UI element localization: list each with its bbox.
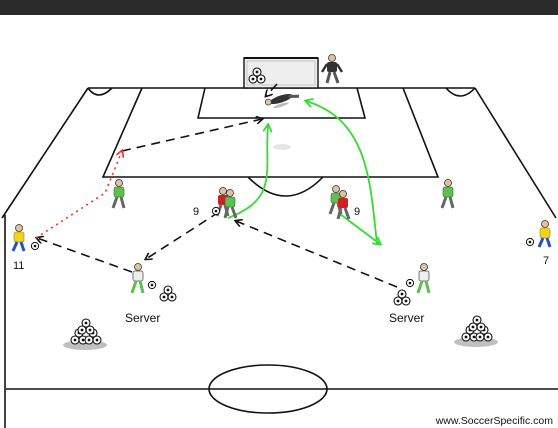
player-icon: [111, 179, 126, 209]
player-number-label: 9: [193, 206, 199, 218]
pass-arrow: [37, 238, 133, 273]
penalty-spot: [273, 144, 291, 150]
server-label: Server: [389, 311, 424, 325]
player-icon: [440, 179, 455, 209]
watermark: www.SoccerSpecific.com: [435, 415, 554, 427]
run-arrow: [306, 101, 378, 245]
ball-icon: [147, 280, 157, 290]
pass-arrow: [236, 221, 398, 288]
player-number-label: 7: [543, 255, 549, 267]
pitch-lines: [1, 87, 558, 428]
run-arrows: [227, 101, 380, 245]
corner-arc-right: [445, 87, 476, 97]
corner-arc-left: [87, 87, 113, 96]
pass-arrow: [266, 83, 278, 96]
player-icon: [336, 190, 351, 220]
penalty-area: [101, 87, 440, 178]
run-arrow: [227, 125, 268, 219]
top-bar: [0, 0, 558, 15]
ball-icon: [211, 206, 221, 216]
player-number-label: 9: [354, 206, 360, 218]
player-icon: [223, 189, 238, 219]
centre-circle: [208, 364, 328, 414]
server-player-icon: [416, 263, 431, 294]
ball-icon: [30, 241, 40, 251]
ball-pile-icon: [454, 315, 498, 347]
left-touchline: [1, 87, 89, 219]
diving-goalkeeper-icon: [264, 94, 300, 109]
right-touchline: [474, 87, 557, 219]
penalty-arc: [247, 176, 324, 197]
ball-pile-icon: [159, 285, 177, 302]
ball-icon: [405, 278, 415, 288]
pass-arrow: [146, 211, 220, 259]
ball-pile-icon: [63, 318, 107, 350]
server-label: Server: [125, 311, 160, 325]
player-icon: [11, 224, 26, 252]
pass-arrows: [37, 83, 398, 288]
ball-pile-icon: [393, 289, 411, 306]
goal-icon: [243, 57, 319, 89]
goalkeeper-icon: [320, 54, 344, 84]
run-arrow: [339, 213, 380, 244]
ball-icon: [525, 237, 535, 247]
goal-area: [196, 87, 367, 119]
player-number-label: 11: [13, 260, 24, 272]
pass-arrow: [121, 119, 262, 152]
server-player-icon: [130, 263, 145, 294]
player-icon: [537, 220, 552, 248]
